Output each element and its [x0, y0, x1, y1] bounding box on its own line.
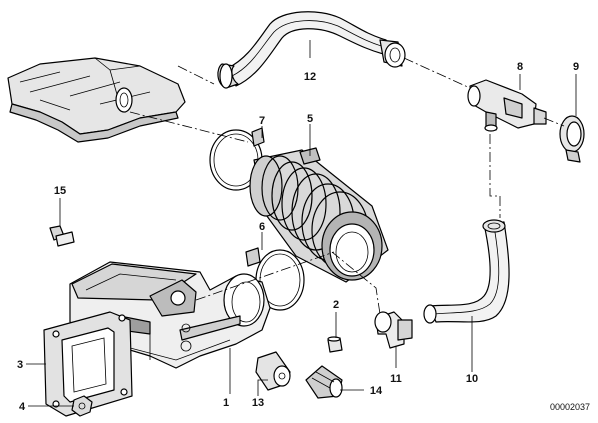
- elbow-11: [374, 311, 413, 349]
- bellows-5: [249, 147, 389, 283]
- callout-5: 5: [307, 113, 313, 125]
- cap-2: [327, 336, 343, 353]
- callout-7: 7: [259, 115, 265, 127]
- callout-2: 2: [333, 299, 339, 311]
- callout-8: 8: [517, 61, 523, 73]
- hose-12: [217, 11, 406, 89]
- hose-10: [423, 219, 510, 324]
- callout-10: 10: [466, 373, 478, 385]
- leader-lines: [26, 40, 577, 407]
- screw-15: [49, 225, 75, 247]
- callout-1: 1: [223, 397, 229, 409]
- boot-14: [305, 365, 343, 399]
- callout-9: 9: [573, 61, 579, 73]
- callout-13: 13: [252, 397, 264, 409]
- clamp-9: [559, 115, 585, 163]
- callout-15: 15: [54, 185, 66, 197]
- callout-12: 12: [304, 71, 316, 83]
- callout-3: 3: [17, 359, 23, 371]
- plate-3: [43, 311, 133, 417]
- callout-4: 4: [19, 401, 26, 413]
- callout-14: 14: [370, 385, 383, 397]
- callout-6: 6: [259, 221, 265, 233]
- valve-8: [467, 79, 547, 132]
- nut-4: [71, 395, 93, 417]
- connector-13: [255, 351, 291, 391]
- callouts: 1 2 3 4 5 6 7 8 9 10 11 12 13 14 15: [17, 61, 579, 413]
- reference-number: 00002037: [550, 402, 590, 412]
- intake-duct: [7, 57, 186, 143]
- callout-11: 11: [390, 373, 402, 385]
